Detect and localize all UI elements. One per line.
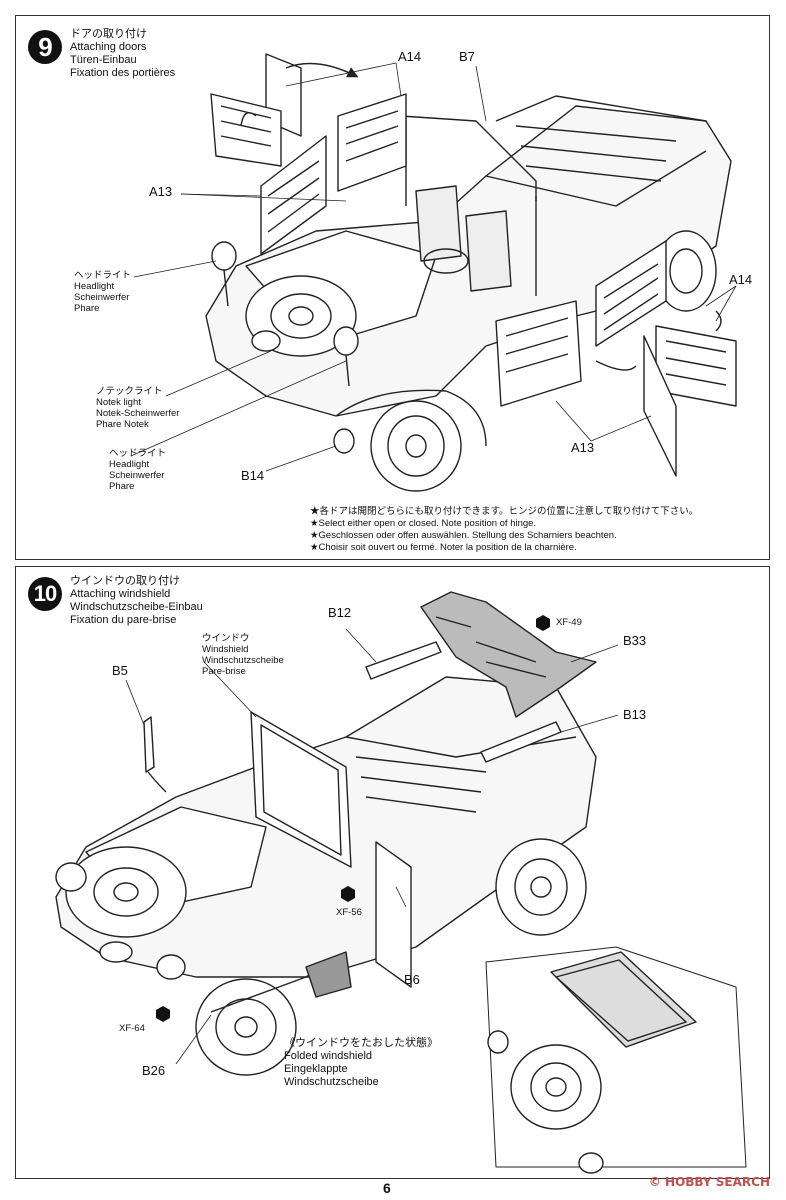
label-b33: B33 (623, 633, 647, 648)
step-10-title-de: Windschutzscheibe-Einbau (70, 601, 203, 613)
label-xf64: XF-64 (119, 1023, 145, 1034)
step-9-illustration (130, 53, 737, 492)
step-9-title: ドアの取り付け Attaching doors Türen-Einbau Fix… (70, 28, 175, 80)
label-b5: B5 (112, 663, 128, 678)
label-a13-left: A13 (149, 184, 173, 199)
label-windshield: ウインドウ Windshield Windschutzscheibe Pare-… (202, 633, 284, 677)
label-b6: B6 (404, 972, 420, 987)
step-10-title: ウインドウの取り付け Attaching windshield Windschu… (70, 575, 203, 627)
step-9-badge: 9 (28, 30, 62, 64)
page-number: 6 (383, 1180, 391, 1196)
step-9-panel: 9 ドアの取り付け Attaching doors Türen-Einbau F… (15, 15, 770, 560)
label-notek-light: ノテックライト Notek light Notek-Scheinwerfer P… (96, 386, 180, 430)
label-a14-right: A14 (729, 272, 753, 287)
label-a14-top: A14 (398, 49, 422, 64)
label-b7: B7 (459, 49, 475, 64)
label-folded-windshield: 《ウインドウをたおした状態》 Folded windshield Eingekl… (284, 1037, 438, 1088)
label-b12: B12 (328, 605, 352, 620)
step-10-title-en: Attaching windshield (70, 588, 171, 600)
label-b26: B26 (142, 1063, 166, 1078)
step-10-badge: 10 (28, 577, 62, 611)
label-headlight-2: ヘッドライト Headlight Scheinwerfer Phare (109, 448, 167, 492)
step-9-title-de: Türen-Einbau (70, 54, 137, 66)
label-b13: B13 (623, 707, 647, 722)
step-10-panel: 10 ウインドウの取り付け Attaching windshield Winds… (15, 566, 770, 1179)
step-9-notes: ★各ドアは開閉どちらにも取り付けできます。ヒンジの位置に注意して取り付けて下さい… (310, 506, 699, 553)
label-a13-bottom: A13 (571, 440, 595, 455)
label-xf56: XF-56 (336, 907, 362, 918)
step-10-title-fr: Fixation du pare-brise (70, 614, 177, 626)
step-10-illustration (55, 591, 747, 1174)
label-b14: B14 (241, 468, 265, 483)
watermark: © HOBBY SEARCH (648, 1175, 770, 1189)
step-10-title-ja: ウインドウの取り付け (70, 575, 180, 587)
label-xf49: XF-49 (556, 617, 582, 628)
step-9-title-en: Attaching doors (70, 41, 147, 53)
step-9-title-fr: Fixation des portières (70, 67, 176, 79)
label-headlight-1: ヘッドライト Headlight Scheinwerfer Phare (74, 270, 132, 314)
step-9-title-ja: ドアの取り付け (70, 28, 147, 40)
